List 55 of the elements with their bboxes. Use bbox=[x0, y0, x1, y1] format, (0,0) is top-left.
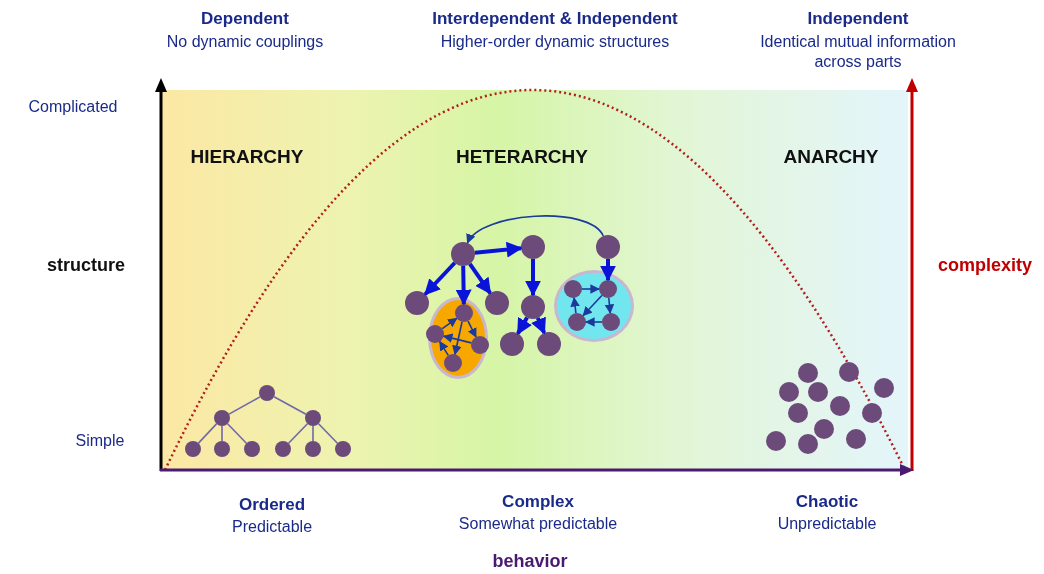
axis-label: Simple bbox=[75, 431, 125, 451]
arrow bbox=[438, 340, 450, 357]
arrow bbox=[452, 321, 463, 356]
connector-line bbox=[221, 425, 223, 442]
network-node bbox=[455, 304, 473, 322]
axis-label: HETERARCHY bbox=[456, 145, 588, 169]
network-node bbox=[568, 313, 586, 331]
axis-label: Independent bbox=[807, 8, 909, 30]
axis-label: Complex bbox=[502, 491, 574, 513]
axis-label: No dynamic couplings bbox=[166, 32, 324, 52]
arrow bbox=[604, 297, 615, 314]
axis-label: Chaotic bbox=[795, 491, 859, 513]
axis-label: Unpredictable bbox=[777, 514, 877, 534]
network-node bbox=[564, 280, 582, 298]
arrow bbox=[516, 316, 532, 335]
axis-label: Higher-order dynamic structures bbox=[440, 32, 670, 52]
arrow bbox=[455, 265, 472, 306]
axis-label: Ordered bbox=[238, 494, 306, 516]
connector-line bbox=[226, 422, 248, 445]
arrow bbox=[467, 320, 477, 338]
network-node bbox=[471, 336, 489, 354]
arrow bbox=[423, 261, 457, 296]
network-node bbox=[444, 354, 462, 372]
arrow bbox=[570, 297, 580, 314]
connector-line bbox=[317, 422, 339, 445]
network-node bbox=[602, 313, 620, 331]
axis-label: Identical mutual information across parts bbox=[759, 32, 957, 72]
arrow bbox=[585, 317, 603, 327]
axis-label: behavior bbox=[492, 550, 568, 573]
connector-line bbox=[197, 423, 218, 444]
arrow bbox=[466, 215, 605, 244]
axis-label: ANARCHY bbox=[783, 145, 879, 169]
connector-line bbox=[287, 422, 309, 445]
axis-label: HIERARCHY bbox=[190, 145, 304, 169]
connector-line bbox=[312, 425, 314, 442]
network-node bbox=[426, 325, 444, 343]
arrow bbox=[531, 316, 547, 335]
arrow bbox=[600, 259, 616, 282]
axis-label: Somewhat predictable bbox=[458, 514, 618, 534]
arrow bbox=[442, 333, 473, 344]
axis-label: Predictable bbox=[232, 517, 312, 537]
arrow bbox=[525, 259, 541, 297]
arrow bbox=[441, 317, 458, 330]
arrow bbox=[474, 241, 523, 258]
connector-line bbox=[228, 396, 261, 415]
network-node bbox=[599, 280, 617, 298]
arrow bbox=[581, 284, 600, 294]
arrow bbox=[582, 294, 603, 317]
axis-label: structure bbox=[47, 254, 125, 277]
axis-label: Dependent bbox=[201, 8, 289, 30]
axis-label: complexity bbox=[938, 254, 1032, 277]
arrow bbox=[468, 262, 492, 295]
connector-line bbox=[273, 396, 307, 415]
axis-label: Interdependent & Independent bbox=[432, 8, 678, 30]
axis-label: Complicated bbox=[28, 97, 118, 117]
